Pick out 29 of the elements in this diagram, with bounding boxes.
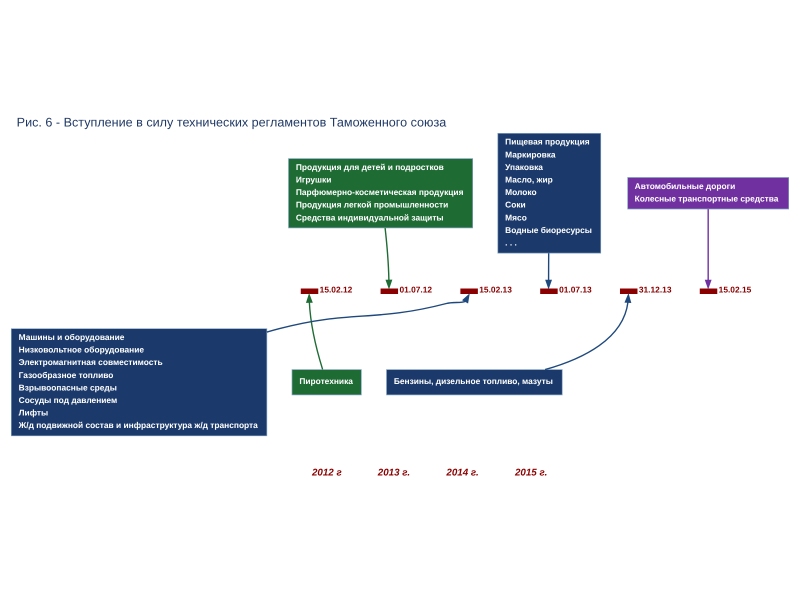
arrow [306,292,324,370]
label: 2014 г. [446,467,479,478]
label: 2013 г. [378,467,410,478]
diagram-title: Рис. 6 - Вступление в силу технических регламентов Таможенного союза [16,116,446,130]
node-bar [380,288,398,294]
arrow [545,253,552,290]
arrow [266,293,470,333]
node-label: 31.12.13 [638,284,672,295]
node-box: Пищевая продукция Маркировка Упаковка Масло, жир Молоко Соки Мясо Водные биоресурсы . . . [497,133,602,254]
node-box: Бензины, дизельное топливо, мазуты [386,369,563,396]
node-label: 01.07.12 [399,284,432,295]
label: 2012 г [312,467,342,478]
node-box: Машины и оборудование Низковольтное оборудование Электромагнитная совместимость Газообразное топливо Взрывоопасные среды Сосуды под давлением Лифты Ж/д подвижной состав и инфраструктура ж/д транспорта [10,328,268,436]
node-bar [300,288,318,294]
node-label: 15.02.15 [718,284,752,295]
node-label: 01.07.13 [559,284,592,295]
node-label: 15.02.13 [479,284,512,295]
node-bar [620,288,638,294]
node-bar [540,288,558,294]
arrow [544,292,632,370]
arrow [704,209,712,290]
arrow [384,228,392,290]
node-bar [460,288,478,294]
label: 2015 г. [514,467,548,478]
node-box: Продукция для детей и подростков Игрушки Парфюмерно-косметическая продукция Продукция легкой промышленности Средства индивидуальной защиты [288,158,473,228]
node-box: Пиротехника [292,369,362,396]
node-label: 15.02.12 [320,284,352,295]
node-bar [700,288,718,294]
node-box: Автомобильные дороги Колесные транспортные средства [627,177,790,210]
